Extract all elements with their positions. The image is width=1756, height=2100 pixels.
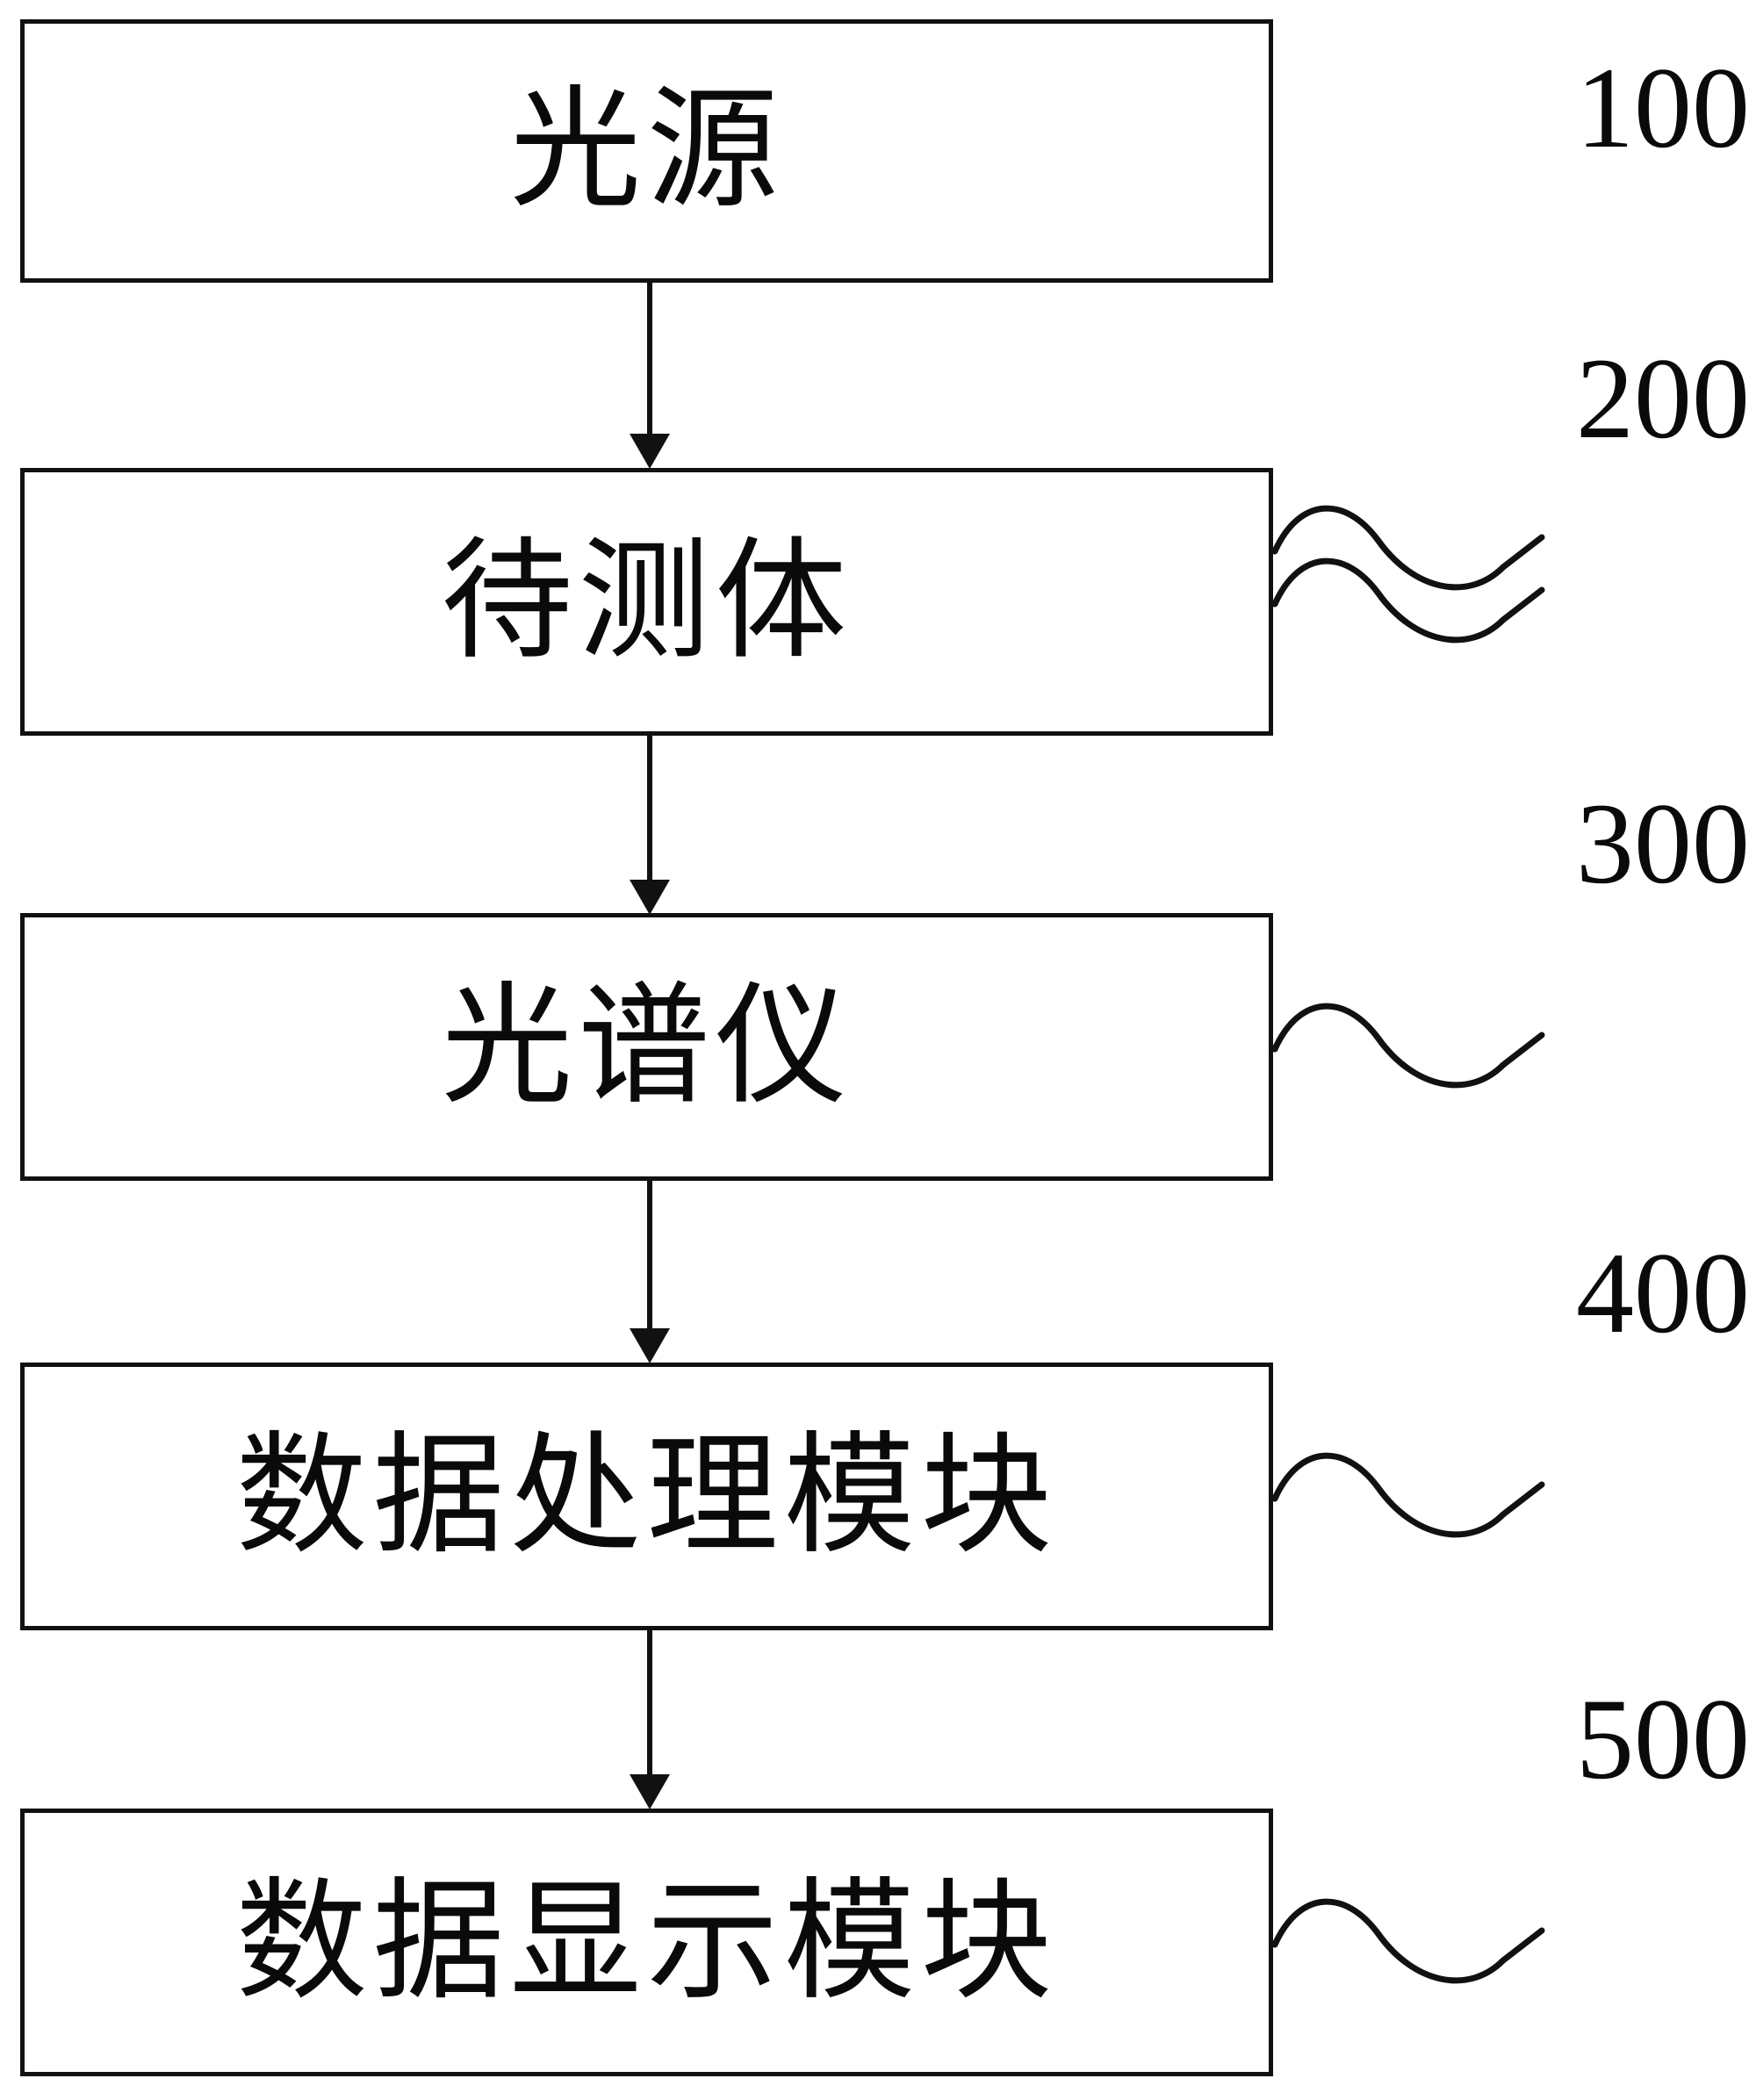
- connector-arrow-100-200: [630, 283, 670, 469]
- reference-number-400: 400: [1576, 1228, 1750, 1357]
- leader-line-100: [1271, 505, 1545, 591]
- leader-line-300: [1271, 1003, 1545, 1089]
- reference-number-500: 500: [1576, 1674, 1750, 1803]
- flow-node-label: 光源: [509, 78, 784, 224]
- connector-arrow-200-300: [630, 736, 670, 915]
- leader-line-400: [1271, 1452, 1545, 1538]
- flow-node-data-processing-module[interactable]: 数据处理模块: [20, 1363, 1273, 1630]
- connector-arrow-400-500: [630, 1630, 670, 1809]
- flow-node-label: 光谱仪: [441, 974, 853, 1120]
- reference-number-100: 100: [1576, 43, 1750, 172]
- flow-node-light-source[interactable]: 光源: [20, 19, 1273, 283]
- flow-node-label: 数据显示模块: [235, 1869, 1058, 2016]
- flow-node-data-display-module[interactable]: 数据显示模块: [20, 1809, 1273, 2076]
- reference-number-200: 200: [1576, 334, 1750, 463]
- flow-node-spectrometer[interactable]: 光谱仪: [20, 913, 1273, 1181]
- flow-node-sample-under-test[interactable]: 待测体: [20, 468, 1273, 736]
- leader-line-500: [1271, 1898, 1545, 1984]
- connector-arrow-300-400: [630, 1181, 670, 1363]
- leader-line-200: [1271, 557, 1545, 644]
- flow-node-label: 数据处理模块: [235, 1423, 1058, 1570]
- flow-node-label: 待测体: [441, 529, 853, 675]
- reference-number-300: 300: [1576, 779, 1750, 908]
